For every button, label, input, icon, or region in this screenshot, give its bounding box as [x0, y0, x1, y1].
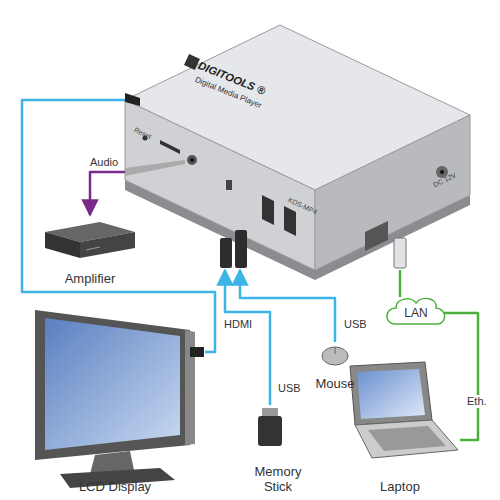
- device-icon-box: Mouse: [300, 342, 370, 392]
- lcd-display-icon: [35, 310, 204, 488]
- device-name: Laptop: [380, 479, 420, 495]
- cable-connector: [225, 270, 270, 405]
- cable-connector: [444, 313, 478, 440]
- device-name: LAN: [404, 306, 427, 320]
- laptop-icon: [350, 362, 458, 458]
- device-name: LCD Display: [79, 479, 151, 495]
- memory-stick-icon: [258, 408, 282, 446]
- cable-connector: [90, 172, 125, 215]
- device-name: Mouse: [315, 376, 354, 392]
- device-name: Memory Stick: [248, 464, 308, 495]
- cable-label: USB: [342, 318, 369, 331]
- cable-label: HDMI: [222, 318, 254, 331]
- cloud-node: LAN: [388, 297, 444, 329]
- amplifier-icon: [45, 222, 135, 258]
- device-icon-box: Amplifier: [35, 215, 145, 287]
- mouse-icon: [322, 347, 348, 365]
- cable-label: Audio: [88, 156, 120, 169]
- device-icon-box: Laptop: [340, 362, 460, 495]
- device-icon-box: LCD Display: [25, 300, 205, 495]
- media-player-device: [125, 25, 470, 280]
- cable-connector: [22, 100, 215, 352]
- device-name: Amplifier: [65, 271, 116, 287]
- cable-label: Eth.: [465, 395, 489, 408]
- cable-connector: [240, 270, 335, 342]
- device-icon-box: Memory Stick: [238, 405, 318, 495]
- cable-label: USB: [276, 382, 303, 395]
- lan-cloud: [387, 298, 445, 324]
- cable-connector: [399, 270, 402, 297]
- device-box: DIGITOOLS ®Digital Media Player: [125, 25, 470, 270]
